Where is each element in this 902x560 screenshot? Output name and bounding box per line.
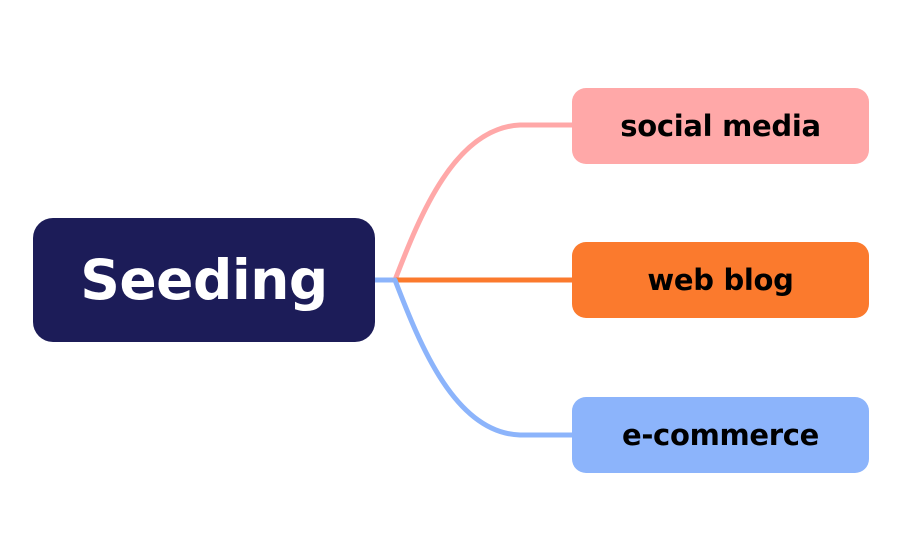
root-node-seeding[interactable]: Seeding bbox=[33, 218, 375, 342]
connector-e-commerce bbox=[392, 277, 575, 438]
branch-node-label-social-media: social media bbox=[620, 108, 821, 143]
branch-node-social-media[interactable]: social media bbox=[572, 88, 869, 164]
root-node-label: Seeding bbox=[80, 247, 328, 312]
branch-node-web-blog[interactable]: web blog bbox=[572, 242, 869, 318]
branch-node-label-web-blog: web blog bbox=[647, 262, 794, 297]
connector-social-media bbox=[392, 122, 575, 283]
branch-node-label-e-commerce: e-commerce bbox=[621, 417, 820, 452]
branch-node-e-commerce[interactable]: e-commerce bbox=[572, 397, 869, 473]
